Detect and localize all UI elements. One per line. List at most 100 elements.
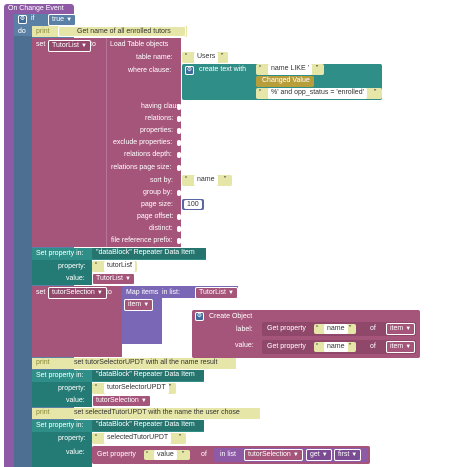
prop-value-input[interactable]: value	[154, 450, 177, 460]
quote-close: ”	[349, 343, 352, 350]
value-label-1: value:	[66, 275, 85, 282]
value-label-2: value:	[66, 397, 85, 404]
setprop-target-1[interactable]: "dataBlock" Repeater Data Item	[92, 248, 206, 259]
relations-slot[interactable]	[177, 116, 181, 122]
of-label-3: of	[201, 451, 207, 458]
first-dropdown[interactable]: first▼	[334, 449, 362, 461]
quote-open: “	[316, 325, 319, 332]
page-size-block[interactable]: 100	[182, 199, 204, 210]
sort-input[interactable]: name	[194, 175, 218, 186]
print-block-3[interactable]	[32, 408, 260, 419]
rel-page-slot[interactable]	[177, 165, 181, 171]
sort-label: sort by:	[150, 177, 173, 184]
setprop-body-1	[32, 260, 92, 285]
distinct-slot[interactable]	[177, 226, 181, 232]
quote-close: ”	[182, 451, 185, 458]
quote-close: ”	[224, 176, 227, 183]
get-dropdown[interactable]: get▼	[306, 449, 332, 461]
property-text-3[interactable]: “ selectedTutorUPDT ”	[92, 433, 186, 444]
map-return-label: return	[163, 313, 182, 320]
chevron-down-icon: ▼	[80, 43, 87, 49]
in-list-block[interactable]: in list tutorSelection▼ get▼ first▼	[214, 448, 368, 462]
true-value: true	[52, 16, 65, 23]
value-var-1[interactable]: TutorList▼	[92, 273, 135, 285]
of-var-1[interactable]: item▼	[386, 323, 416, 335]
page-offset-slot[interactable]	[177, 214, 181, 220]
file-ref-label: file reference prefix:	[111, 237, 173, 244]
property-text-1[interactable]: “ tutorList ”	[92, 261, 137, 272]
load-title: Load Table objects	[110, 41, 169, 48]
where-part1[interactable]: “ name LIKE ' ”	[256, 64, 324, 75]
chevron-down-icon: ▼	[124, 276, 131, 282]
event-title: On Change Event	[8, 5, 64, 12]
prop-name-text-1[interactable]: “ name ”	[314, 324, 356, 334]
print-block-2[interactable]	[32, 358, 236, 369]
set-label-1: set	[36, 41, 46, 48]
chevron-down-icon: ▼	[405, 344, 412, 350]
of-var-2[interactable]: item▼	[386, 341, 416, 353]
map-list-var[interactable]: TutorList▼	[195, 287, 238, 299]
group-slot[interactable]	[177, 190, 181, 196]
value-var-2[interactable]: tutorSelection▼	[92, 395, 151, 407]
prop-value-text[interactable]: “ value ”	[144, 450, 190, 460]
get-property-value-block[interactable]: Get property “ name ” of item▼	[262, 340, 416, 354]
create-text-label: create text with	[199, 66, 247, 73]
having-slot[interactable]	[177, 104, 181, 110]
create-text-settings-icon[interactable]: ⚙	[185, 66, 194, 75]
quote-close: ”	[349, 325, 352, 332]
page-offset-label: page offset:	[137, 213, 174, 220]
where-part3-input[interactable]: %' and opp_status = 'enrolled'	[268, 88, 367, 99]
load-table-block[interactable]	[106, 38, 181, 247]
changed-value-block[interactable]: Changed Value	[256, 76, 314, 87]
exclude-slot[interactable]	[177, 140, 181, 146]
property-text-2[interactable]: “ tutorSelectorUPDT ”	[92, 383, 176, 394]
where-part3[interactable]: “ %' and opp_status = 'enrolled' ”	[256, 88, 382, 99]
value-label-3: value:	[66, 449, 85, 456]
print-text-1: Get name of all enrolled tutors	[77, 28, 171, 35]
properties-label: properties:	[140, 127, 174, 134]
true-dropdown[interactable]: true▼	[48, 14, 77, 26]
tutorselection-var-dropdown[interactable]: tutorSelection▼	[48, 287, 107, 299]
chevron-down-icon: ▼	[321, 452, 328, 458]
quote-close: ”	[169, 384, 172, 391]
setprop-body-3	[32, 432, 92, 467]
if-settings-icon[interactable]: ⚙	[18, 15, 27, 24]
property-input-2[interactable]: tutorSelectorUPDT	[104, 383, 169, 394]
map-item-var[interactable]: item▼	[124, 299, 154, 311]
table-name-text[interactable]: “ Users ”	[182, 52, 228, 63]
setprop-target-2[interactable]: "dataBlock" Repeater Data Item	[92, 370, 204, 381]
property-input-1[interactable]: tutorList	[104, 261, 135, 272]
page-size-input[interactable]: 100	[184, 200, 202, 209]
setprop-label-3: Set property in:	[36, 422, 84, 429]
file-ref-slot[interactable]	[177, 238, 181, 244]
rel-page-label: relations page size:	[111, 164, 172, 171]
prop-name-input-1[interactable]: name	[324, 324, 348, 334]
map-title: Map items	[126, 289, 159, 296]
rel-depth-slot[interactable]	[177, 152, 181, 158]
setprop-target-3[interactable]: "dataBlock" Repeater Data Item	[92, 420, 204, 431]
table-name-input[interactable]: Users	[194, 52, 219, 63]
print-text-3: set selectedTutorUPDT with the name the …	[74, 409, 240, 416]
in-list-var[interactable]: tutorSelection▼	[244, 449, 303, 461]
property-input-3[interactable]: selectedTutorUPDT	[104, 433, 172, 444]
setprop-label-2: Set property in:	[36, 372, 84, 379]
set-to-label-1: to	[90, 41, 96, 48]
prop-name-input-2[interactable]: name	[324, 342, 348, 352]
setprop-target-1-text: "dataBlock" Repeater Data Item	[96, 249, 195, 256]
chevron-down-icon: ▼	[66, 17, 73, 23]
tutorlist-var-dropdown[interactable]: TutorList▼	[48, 40, 91, 52]
properties-slot[interactable]	[177, 128, 181, 134]
relations-label: relations:	[145, 115, 174, 122]
get-property-label-block[interactable]: Get property “ name ” of item▼	[262, 322, 416, 336]
sort-text[interactable]: “ name ”	[182, 175, 232, 186]
prop-name-text-2[interactable]: “ name ”	[314, 342, 356, 352]
table-name-label: table name:	[136, 54, 173, 61]
print-text-1-box[interactable]: Get name of all enrolled tutors	[58, 26, 186, 37]
get-property-block-3[interactable]: Get property “ value ” of in list tutorS…	[92, 446, 370, 464]
map-in-list: in list:	[162, 289, 180, 296]
create-object-settings-icon[interactable]: ⚙	[195, 312, 204, 321]
where-part1-input[interactable]: name LIKE '	[268, 64, 312, 75]
setprop-body-2	[32, 382, 92, 407]
get-property-1: Get property	[267, 325, 306, 332]
chevron-down-icon: ▼	[405, 326, 412, 332]
